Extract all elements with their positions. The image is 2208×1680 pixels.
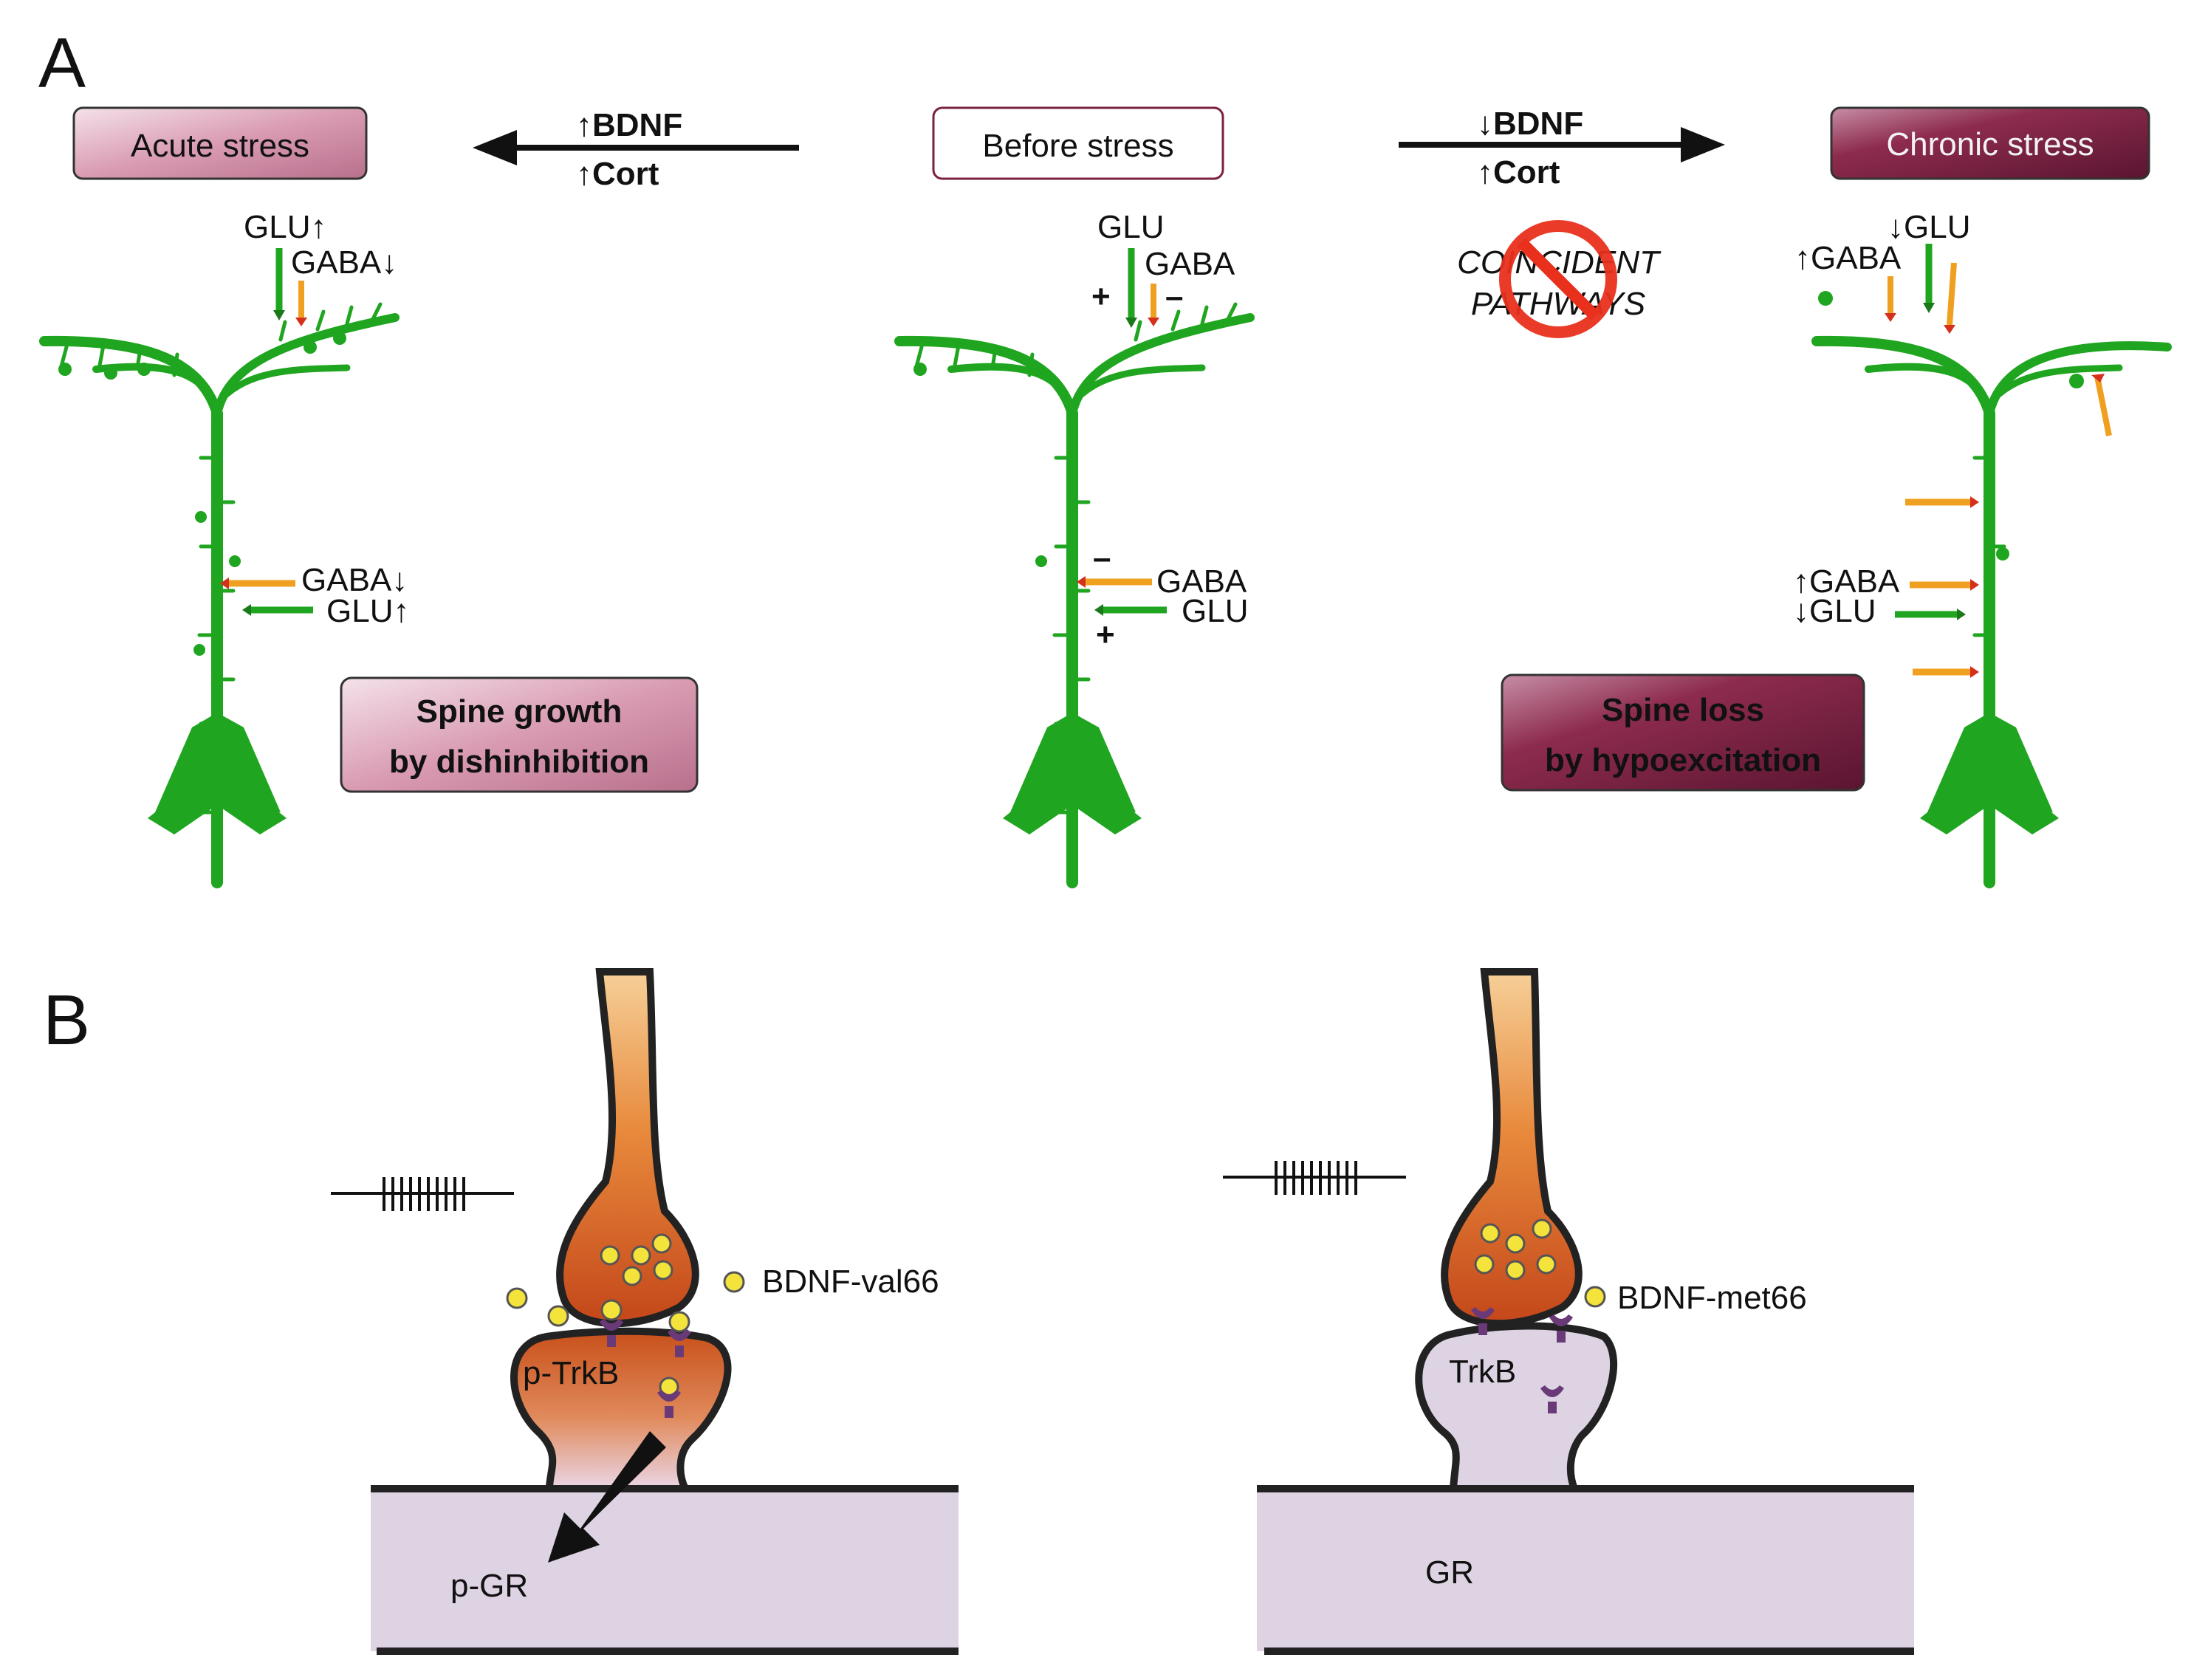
- right-arrow-cort: ↑Cort: [1477, 154, 1560, 191]
- right-gr-label: GR: [1425, 1554, 1474, 1591]
- before-gaba-top-label: GABA: [1145, 246, 1235, 282]
- coincident-line2: PATHWAYS: [1471, 286, 1645, 322]
- left-arrow-bdnf: ↑BDNF: [576, 107, 682, 143]
- before-minus-top: –: [1165, 278, 1183, 315]
- before-stress-label: Before stress: [982, 128, 1173, 164]
- before-neuron: GLU GABA + – – + GABA GLU: [894, 209, 1255, 888]
- panel-b-letter: B: [43, 981, 90, 1060]
- spine-growth-line1: Spine growth: [416, 693, 623, 730]
- chronic-stress-box: Chronic stress: [1830, 106, 2150, 180]
- left-receptor-label: p-TrkB: [523, 1355, 619, 1391]
- left-dendrite: [371, 1489, 959, 1651]
- prohibition-icon: [1499, 220, 1617, 338]
- before-plus-mid: +: [1096, 617, 1115, 653]
- acute-gaba-top-label: GABA↓: [291, 244, 397, 281]
- spine-loss-line2: by hypoexcitation: [1545, 742, 1821, 778]
- right-arrow-bdnf: ↓BDNF: [1477, 106, 1583, 142]
- left-bdnf-label: BDNF-val66: [762, 1264, 939, 1300]
- acute-stress-label: Acute stress: [131, 128, 309, 164]
- acute-neuron: GLU↑ GABA↓ GABA↓ GLU↑: [39, 209, 409, 888]
- spine-growth-box: Spine growth by dishinhibition: [340, 676, 699, 793]
- acute-glu-mid-label: GLU↑: [326, 593, 409, 629]
- acute-gaba-mid-label: GABA↓: [301, 562, 408, 598]
- right-spine-head: [1415, 1322, 1618, 1492]
- chronic-glu-top-label: ↓GLU: [1888, 209, 1970, 245]
- left-arrow-group: ↑BDNF ↑Cort: [473, 107, 799, 192]
- panel-a-letter: A: [38, 24, 86, 103]
- before-plus-top: +: [1091, 278, 1111, 315]
- right-synapse: BDNF-met66 TrkB GR: [1223, 968, 1914, 1655]
- left-signal-arrow: [548, 1431, 666, 1563]
- right-spike-train: [1223, 1161, 1406, 1195]
- chronic-glu-mid-label: ↓GLU: [1793, 593, 1876, 629]
- spine-loss-line1: Spine loss: [1602, 692, 1764, 728]
- chronic-gaba-top-label: ↑GABA: [1794, 240, 1902, 276]
- chronic-neuron: ↓GLU ↑GABA ↑GABA ↓GLU: [1793, 209, 2172, 888]
- left-arrow-cort: ↑Cort: [576, 156, 659, 192]
- left-spine-head: [510, 1327, 732, 1492]
- acute-glu-top-label: GLU↑: [244, 209, 326, 245]
- chronic-stress-label: Chronic stress: [1886, 126, 2094, 162]
- before-gaba-mid-label: GABA: [1156, 563, 1247, 600]
- right-dendrite: [1257, 1489, 1914, 1651]
- coincident-pathways: COINCIDENT PATHWAYS: [1457, 220, 1662, 338]
- before-minus-mid: –: [1093, 540, 1111, 576]
- spine-loss-box: Spine loss by hypoexcitation: [1501, 673, 1865, 792]
- chronic-gaba-mid-label: ↑GABA: [1793, 563, 1900, 600]
- spine-growth-line2: by dishinhibition: [389, 744, 649, 780]
- before-stress-box: Before stress: [932, 106, 1224, 180]
- left-gr-label: p-GR: [450, 1568, 528, 1604]
- right-receptor-label: TrkB: [1449, 1354, 1516, 1390]
- left-synapse: BDNF-val66 p-TrkB p-GR: [331, 968, 959, 1655]
- right-bdnf-label: BDNF-met66: [1617, 1280, 1807, 1316]
- before-glu-mid-label: GLU: [1182, 593, 1248, 629]
- right-arrow-group: ↓BDNF ↑Cort: [1399, 106, 1725, 191]
- acute-stress-box: Acute stress: [72, 106, 368, 180]
- before-glu-top-label: GLU: [1097, 209, 1164, 245]
- left-spike-train: [331, 1177, 514, 1211]
